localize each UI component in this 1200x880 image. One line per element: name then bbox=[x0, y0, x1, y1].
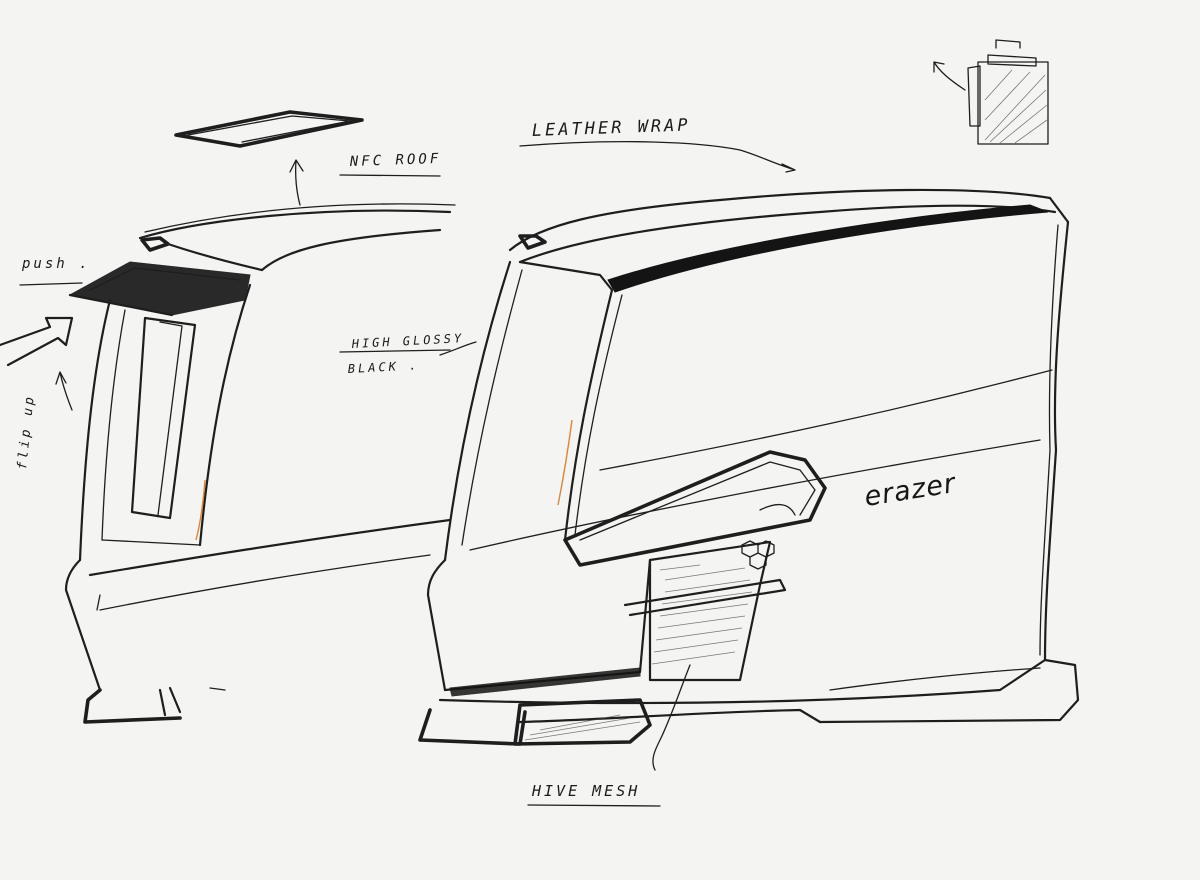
left-unit-sketch bbox=[0, 110, 456, 724]
thumbnail-sketch bbox=[933, 39, 1049, 145]
annotation-leather-wrap: LEATHER WRAP bbox=[531, 115, 690, 141]
annotation-nfc-roof: NFC ROOF bbox=[349, 151, 442, 170]
annotation-flip-up: flip up bbox=[15, 393, 38, 470]
main-unit-sketch: erazer bbox=[418, 140, 1080, 771]
handle-recess bbox=[563, 450, 827, 567]
brand-logo: erazer bbox=[862, 468, 959, 513]
annotations: NFC ROOF LEATHER WRAP push . flip up HIG… bbox=[15, 115, 691, 807]
annotation-high-glossy: HIGH GLOSSY bbox=[350, 331, 464, 351]
annotation-push: push . bbox=[21, 256, 91, 272]
hive-mesh bbox=[623, 540, 787, 771]
annotation-black: BLACK . bbox=[347, 358, 419, 376]
push-arrow-icon bbox=[0, 316, 74, 411]
nfc-roof-panel bbox=[174, 110, 364, 206]
annotation-hive-mesh: HIVE MESH bbox=[531, 782, 640, 800]
